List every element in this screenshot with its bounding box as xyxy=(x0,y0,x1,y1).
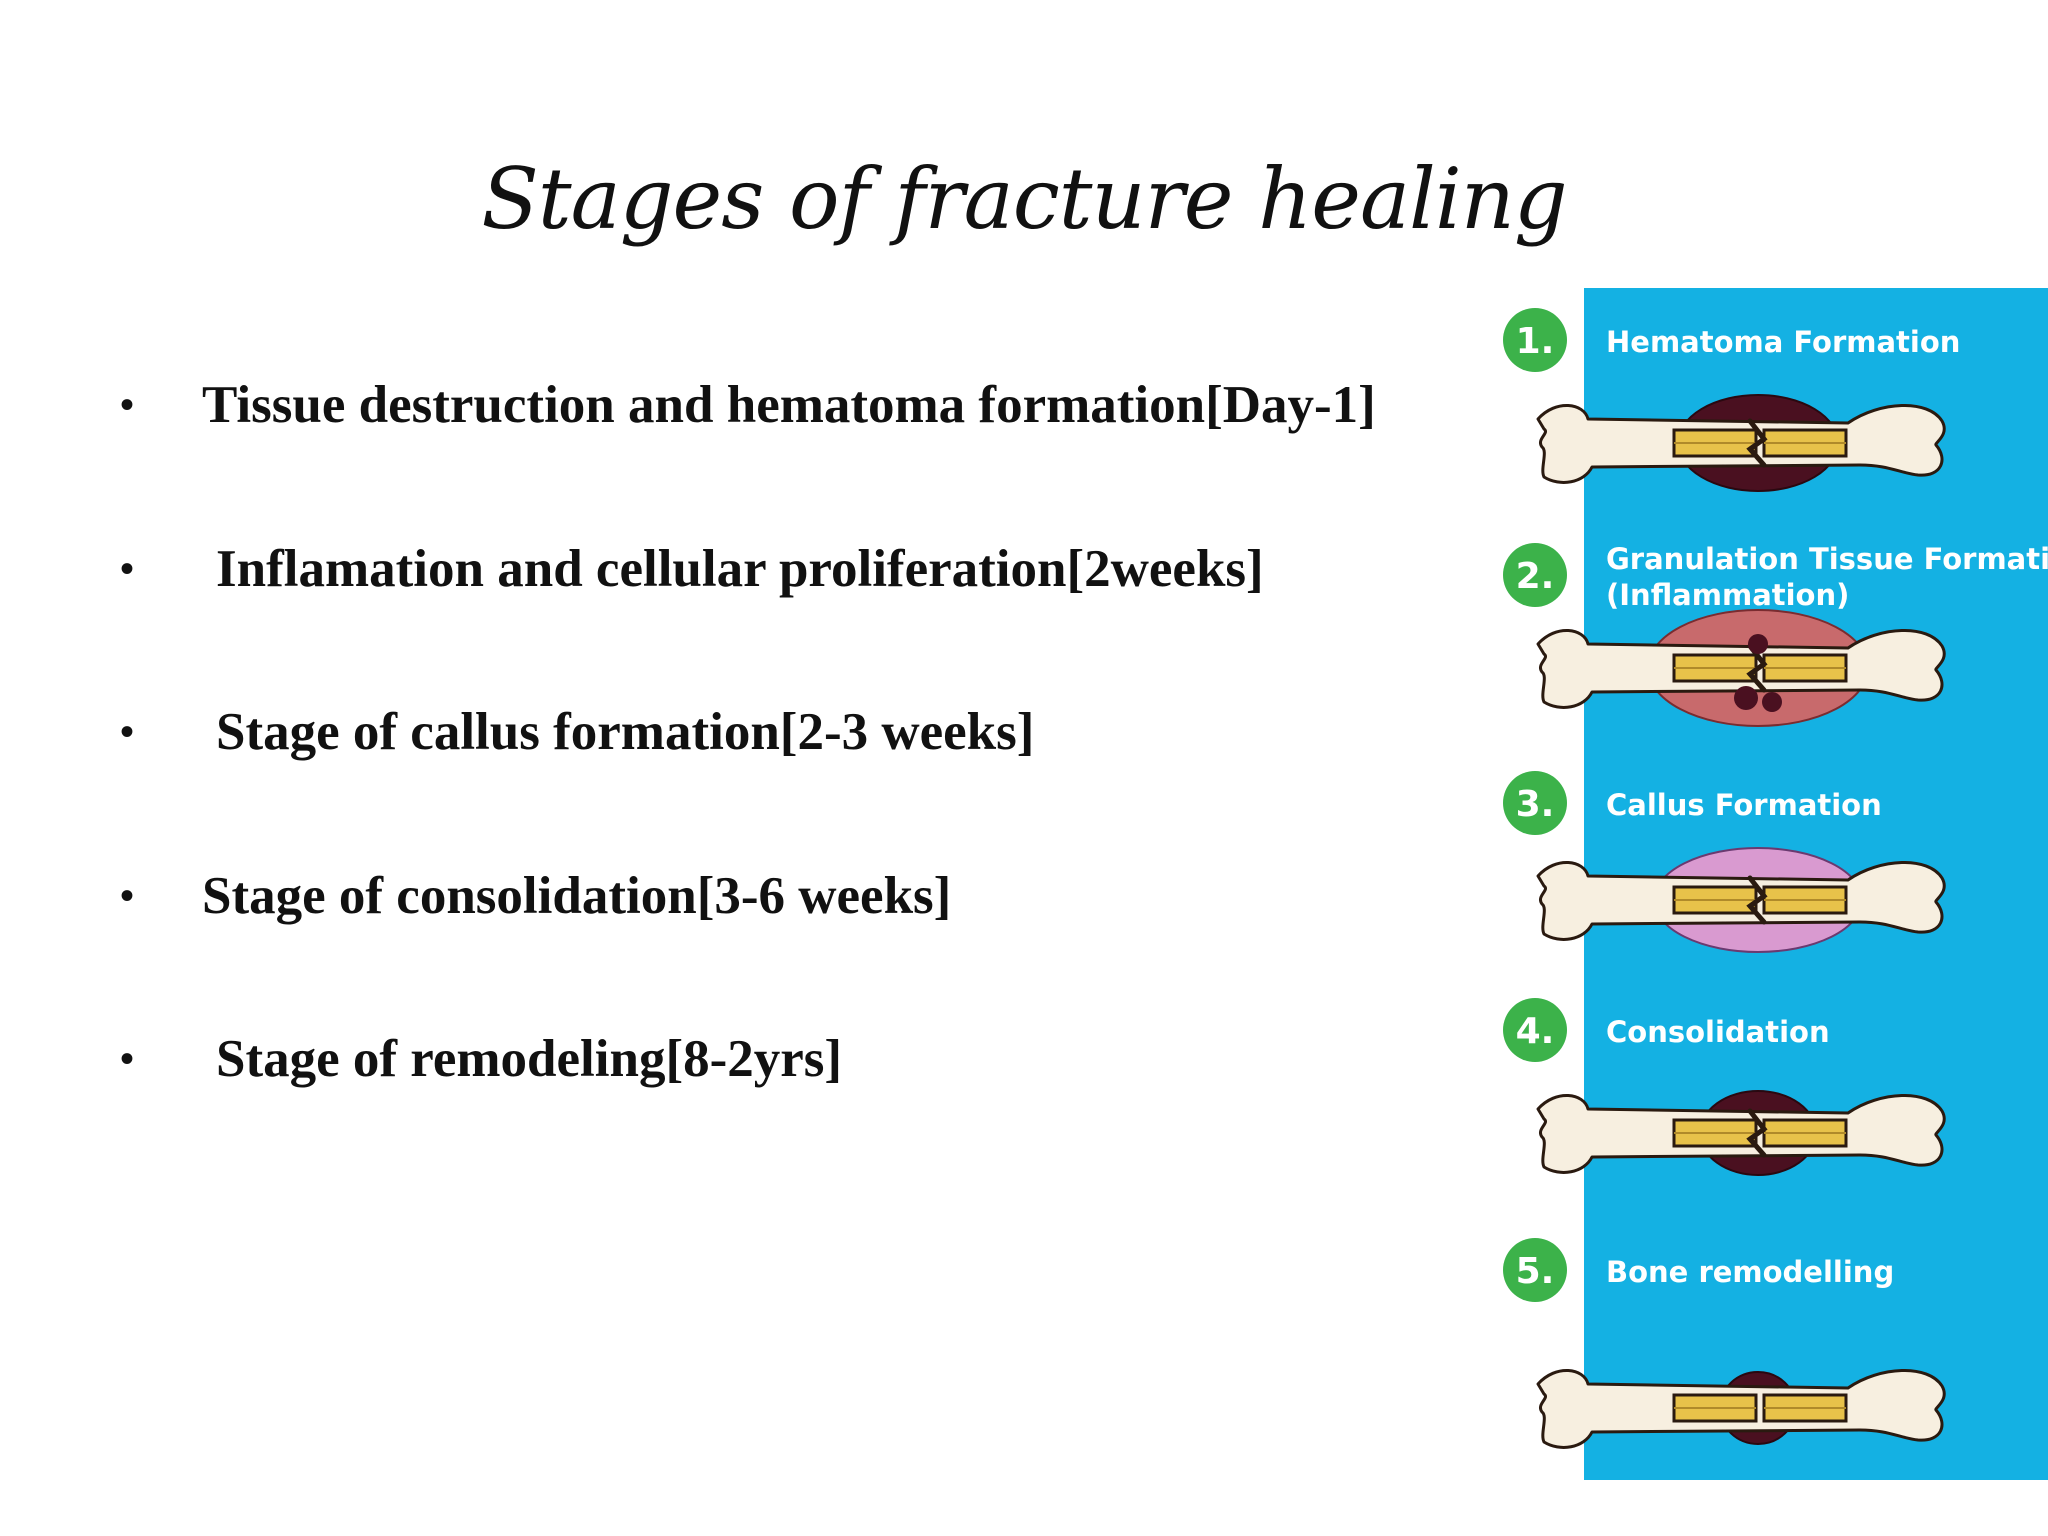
stage-4: 4. Consolidation xyxy=(1498,993,1946,1176)
stage-number: 1. xyxy=(1516,321,1555,362)
bullet-dot: • xyxy=(120,709,135,754)
stage-label: Consolidation xyxy=(1606,1015,1830,1049)
bullet-dot: • xyxy=(120,382,135,427)
stage-badge xyxy=(1503,1238,1567,1302)
clot-blob xyxy=(1734,686,1758,710)
clot-blob xyxy=(1762,692,1782,712)
fracture-line xyxy=(1746,418,1768,468)
fracture-line xyxy=(1746,875,1768,925)
stage-badge xyxy=(1503,543,1567,607)
stage-label: Hematoma Formation xyxy=(1606,325,1960,359)
bullet-text: Inflamation and cellular proliferation[2… xyxy=(216,540,1264,598)
stage-number: 3. xyxy=(1516,784,1555,825)
stage-number: 4. xyxy=(1516,1011,1555,1052)
bullet-dot: • xyxy=(120,1036,135,1081)
stage-1: 1. Hematoma Formation xyxy=(1498,303,1960,492)
stage-badge xyxy=(1503,308,1567,372)
stage-badge xyxy=(1503,771,1567,835)
stage-3: 3. Callus Formation xyxy=(1498,766,1946,953)
fracture-healing-figure: 1. Hematoma Formation 2. Granulation Tissue… xyxy=(1488,288,2048,1480)
bullet-text: Stage of callus formation[2-3 weeks] xyxy=(216,703,1035,761)
bullet-dot: • xyxy=(120,546,135,591)
stage-label: Callus Formation xyxy=(1606,788,1882,822)
stage-label: Granulation Tissue Formation xyxy=(1606,542,2048,576)
stage-2: 2. Granulation Tissue Formation(Inflammat… xyxy=(1498,538,2048,727)
bullet-dot: • xyxy=(120,873,135,918)
stage-badge xyxy=(1503,998,1567,1062)
stage-label-secondary: (Inflammation) xyxy=(1606,578,1849,612)
clot-blob xyxy=(1748,634,1768,654)
bullet-text: Stage of remodeling[8-2yrs] xyxy=(216,1030,843,1088)
fracture-line xyxy=(1746,1108,1768,1158)
stage-label: Bone remodelling xyxy=(1606,1255,1894,1289)
bullet-text: Tissue destruction and hematoma formatio… xyxy=(202,376,1376,434)
stage-number: 5. xyxy=(1516,1251,1555,1292)
fracture-line xyxy=(1746,643,1768,693)
bullet-text: Stage of consolidation[3-6 weeks] xyxy=(202,867,952,925)
stage-number: 2. xyxy=(1516,556,1555,597)
slide-title: Stages of fracture healing xyxy=(481,150,1567,248)
fracture-healing-illustration: 1. Hematoma Formation 2. Granulation Tissue… xyxy=(1498,288,2048,1480)
stage-5: 5. Bone remodelling xyxy=(1498,1233,1946,1449)
